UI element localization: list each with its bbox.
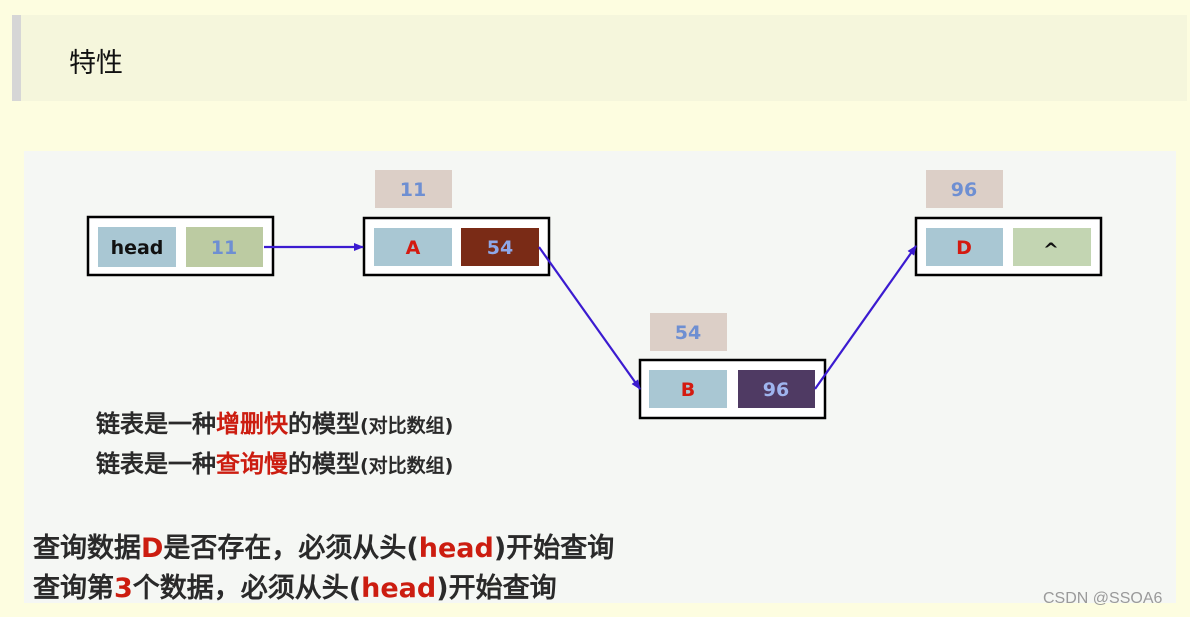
- node-b-value-cell: [649, 370, 727, 408]
- feature-line-fast-insert-delete: 链表是一种增删快的模型(对比数组): [96, 404, 453, 439]
- line4-part1: 查询第: [33, 573, 114, 604]
- feature-line-slow-query: 链表是一种查询慢的模型(对比数组): [96, 444, 453, 479]
- page-title: 特性: [69, 48, 123, 79]
- node-a-value-cell: [374, 228, 452, 266]
- query-example-line-1: 查询数据D是否存在，必须从头(head)开始查询: [33, 526, 614, 565]
- line4-part3: )开始查询: [436, 573, 557, 604]
- node-d: 96 D ^: [914, 170, 1103, 277]
- line4-part2: 个数据，必须从头(: [132, 573, 362, 604]
- node-head-label-cell: [98, 227, 176, 267]
- node-d-pointer-cell: [1013, 228, 1091, 266]
- node-b-address: 54: [675, 322, 701, 344]
- line3-highlight2: head: [418, 533, 494, 564]
- node-b-address-cell: [650, 313, 727, 351]
- header-accent-bar: [12, 15, 21, 101]
- node-d-address: 96: [951, 179, 977, 201]
- line2-prefix: 链表是一种: [96, 450, 216, 478]
- node-b: 54 B 96: [638, 313, 827, 420]
- node-a-value: A: [406, 237, 421, 259]
- line4-highlight1: 3: [114, 573, 133, 604]
- node-a: 11 A 54: [362, 170, 551, 277]
- arrow-b-to-d: [814, 245, 917, 390]
- line1-note: (对比数组): [360, 415, 454, 437]
- node-a-pointer: 54: [487, 237, 513, 259]
- node-a-pointer-cell: [461, 228, 539, 266]
- node-b-value: B: [681, 379, 695, 401]
- line2-suffix: 的模型: [288, 450, 360, 478]
- header-bar: 特性: [12, 15, 1187, 101]
- node-d-address-cell: [926, 170, 1003, 208]
- line3-part2: 是否存在，必须从头(: [163, 533, 419, 564]
- node-a-address-cell: [375, 170, 452, 208]
- watermark: CSDN @SSOA6: [1043, 590, 1163, 607]
- node-head: head 11: [86, 215, 275, 277]
- query-example-line-2: 查询第3个数据，必须从头(head)开始查询: [33, 566, 557, 605]
- node-head-pointer-cell: [186, 227, 263, 267]
- line1-suffix: 的模型: [288, 410, 360, 438]
- node-a-address: 11: [400, 179, 426, 201]
- line3-highlight1: D: [141, 533, 164, 564]
- line2-note: (对比数组): [360, 455, 454, 477]
- line3-part1: 查询数据: [33, 533, 141, 564]
- line1-highlight: 增删快: [216, 410, 288, 438]
- line2-highlight: 查询慢: [216, 450, 288, 478]
- node-b-pointer: 96: [763, 379, 789, 401]
- arrow-a-to-b: [538, 246, 641, 390]
- node-head-label: head: [111, 237, 164, 259]
- node-d-value: D: [956, 237, 972, 259]
- node-d-null-pointer: ^: [1043, 239, 1059, 261]
- node-d-value-cell: [926, 228, 1003, 266]
- line4-highlight2: head: [361, 573, 437, 604]
- line3-part3: )开始查询: [493, 533, 615, 564]
- line1-prefix: 链表是一种: [96, 410, 216, 438]
- node-head-pointer: 11: [211, 237, 237, 259]
- node-b-pointer-cell: [738, 370, 815, 408]
